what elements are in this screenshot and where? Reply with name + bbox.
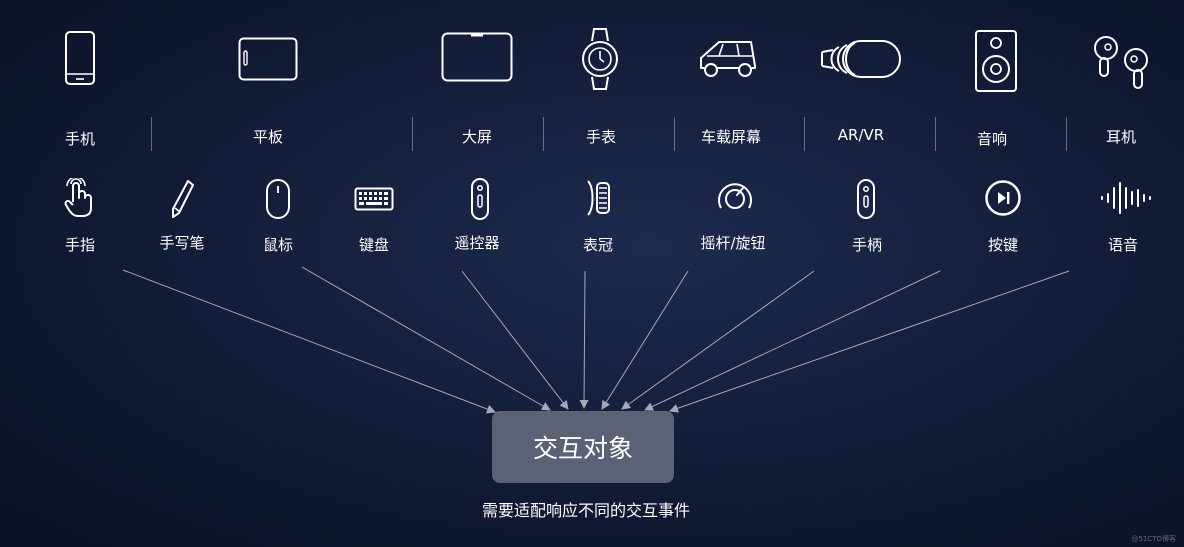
input-label-stylus: 手写笔: [159, 234, 205, 252]
arrow: [461, 270, 569, 410]
speaker-icon: [974, 29, 1018, 93]
divider: [804, 117, 805, 151]
input-label-finger: 手指: [64, 236, 96, 254]
input-label-keyboard: 键盘: [358, 236, 390, 254]
voice-wave-icon: [1099, 180, 1155, 216]
car-icon: [697, 36, 759, 80]
input-label-mouse: 鼠标: [262, 236, 294, 254]
smartphone-icon: [64, 30, 96, 86]
interaction-object-label: 交互对象: [532, 434, 633, 463]
tablet-icon: [238, 37, 298, 81]
arrow: [644, 270, 941, 411]
device-label-ar-vr: AR/VR: [837, 126, 885, 144]
keyboard-icon: [354, 187, 394, 211]
arrow: [621, 270, 815, 410]
vr-headset-icon: [819, 38, 903, 80]
arrow: [669, 270, 1070, 413]
remote-control-icon: [470, 177, 490, 221]
tv-screen-icon: [441, 32, 513, 82]
mouse-icon: [265, 178, 291, 220]
divider: [674, 117, 675, 151]
watch-crown-icon: [584, 178, 612, 218]
device-label-speaker: 音响: [976, 130, 1008, 148]
input-label-button: 按键: [987, 236, 1019, 254]
play-pause-button-icon: [984, 179, 1022, 217]
device-label-car-screen: 车载屏幕: [700, 128, 762, 146]
arrow: [122, 269, 496, 414]
device-label-watch: 手表: [585, 128, 617, 146]
divider: [151, 117, 152, 151]
earbuds-icon: [1090, 34, 1156, 92]
input-label-remote: 遥控器: [454, 234, 500, 252]
arrow: [579, 270, 589, 409]
arrow: [601, 270, 689, 410]
input-label-controller: 手柄: [851, 236, 883, 254]
device-label-earphones: 耳机: [1105, 128, 1137, 146]
input-label-joystick: 摇杆/旋钮: [700, 234, 766, 252]
device-label-tablet: 平板: [252, 128, 284, 146]
arrow: [301, 266, 551, 411]
input-label-crown: 表冠: [582, 236, 614, 254]
divider: [543, 117, 544, 151]
input-label-voice: 语音: [1107, 236, 1139, 254]
caption: 需要适配响应不同的交互事件: [481, 501, 691, 520]
stylus-pen-icon: [168, 178, 196, 220]
controller-icon: [856, 178, 876, 220]
divider: [935, 117, 936, 151]
watch-icon: [582, 27, 618, 91]
divider: [1066, 117, 1067, 151]
device-label-phone: 手机: [64, 130, 96, 148]
watermark: @51CTO博客: [1131, 535, 1176, 543]
divider: [412, 117, 413, 151]
interaction-object-box: 交互对象: [492, 411, 674, 483]
device-label-large-screen: 大屏: [461, 128, 493, 146]
finger-touch-icon: [63, 178, 97, 218]
joystick-knob-icon: [715, 178, 755, 214]
